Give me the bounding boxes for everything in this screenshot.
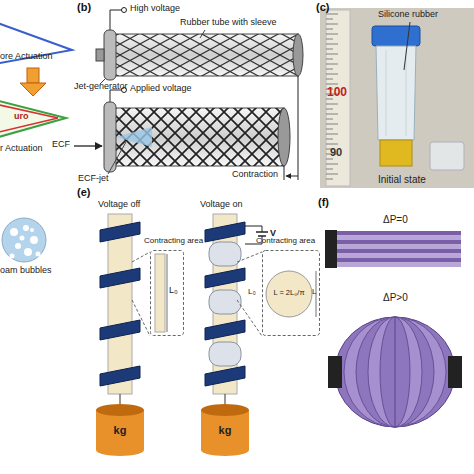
pneumatic-actuator [325, 230, 462, 427]
part-label: Rubber tube with sleeve [180, 18, 277, 28]
node-text: L [312, 288, 316, 297]
node-text: kg [96, 424, 144, 436]
part-label: High voltage [130, 4, 180, 14]
state-label: ore Actuation [0, 52, 53, 62]
ruler-number: 100 [327, 86, 347, 99]
inset-box: Contracting areaL₀ [150, 250, 184, 336]
part-label: Applied voltage [130, 84, 192, 94]
photo [320, 8, 474, 188]
state-label: r Actuation [0, 144, 43, 154]
part-label: oam bubbles [0, 266, 52, 276]
weight-mass: kg [96, 404, 144, 456]
node-text: L₀ [248, 288, 256, 297]
inset-box: Contracting areaL₀LL = 2L₀/π [262, 250, 320, 336]
state-label: Initial state [378, 174, 426, 185]
node-text: kg [201, 424, 249, 436]
ruler-number: 90 [330, 146, 342, 158]
part-label: Silicone rubber [378, 10, 438, 20]
pressure-label: ΔP=0 [383, 214, 408, 225]
panel-letter: (c) [316, 1, 329, 13]
panel-letter: (f) [318, 196, 329, 208]
part-label: Jet-generator [74, 82, 128, 92]
weight-mass: kg [201, 404, 249, 456]
ecf-actuator [74, 8, 303, 181]
part-label: ECF-jet [78, 174, 109, 184]
node-text: L = 2L₀/π [267, 289, 311, 297]
panel-letter: (b) [77, 1, 91, 13]
inset-strip [150, 250, 184, 336]
pressure-label: ΔP>0 [383, 292, 408, 303]
node-text: L₀ [169, 286, 178, 296]
state-label: Voltage off [98, 200, 140, 210]
shape-sketch [0, 22, 72, 138]
state-label: uro [14, 112, 29, 122]
state-label: Voltage on [200, 200, 243, 210]
motion-label: Contraction [232, 170, 278, 180]
foam [2, 218, 46, 262]
panel-letter: (e) [77, 186, 90, 198]
flow-label: ECF [52, 140, 70, 150]
electrostatic-actuator [100, 214, 268, 404]
inset-heading: Contracting area [144, 237, 203, 246]
inset-heading: Contracting area [256, 237, 315, 246]
